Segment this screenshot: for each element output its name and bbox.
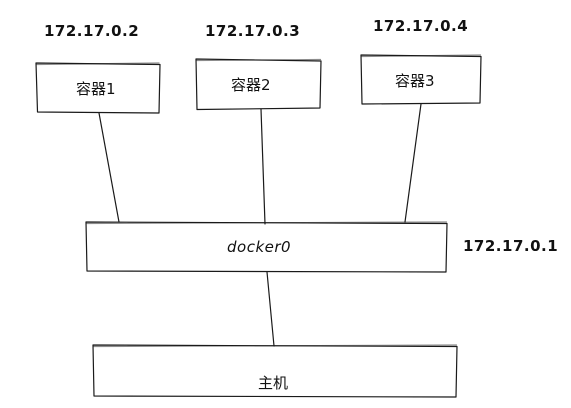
container-3-label: 容器3: [395, 72, 435, 90]
link-bridge-host: [266, 271, 275, 347]
bridge-node: docker0: [85, 221, 448, 273]
container-3-node: 容器3: [360, 54, 482, 105]
link-container-3-bridge: [404, 103, 422, 223]
container-3-box-stroke: [361, 54, 482, 58]
container-1-label: 容器1: [76, 80, 116, 98]
bridge-box-stroke: [86, 221, 448, 225]
host-label: 主机: [258, 374, 288, 392]
container-2-label: 容器2: [231, 76, 271, 94]
container-3-ip: 172.17.0.4: [373, 17, 468, 35]
container-1-node: 容器1: [35, 62, 161, 114]
link-container-1-bridge: [98, 112, 120, 223]
bridge-label: docker0: [227, 238, 291, 256]
host-node: 主机: [92, 344, 458, 398]
host-box-stroke: [93, 344, 458, 348]
bridge-ip: 172.17.0.1: [463, 237, 558, 255]
link-container-2-bridge: [260, 108, 266, 225]
container-1-box-stroke: [36, 62, 160, 66]
container-1-ip: 172.17.0.2: [44, 22, 139, 40]
container-2-ip: 172.17.0.3: [205, 22, 300, 40]
container-2-box-stroke: [196, 58, 322, 62]
container-2-node: 容器2: [195, 58, 322, 111]
